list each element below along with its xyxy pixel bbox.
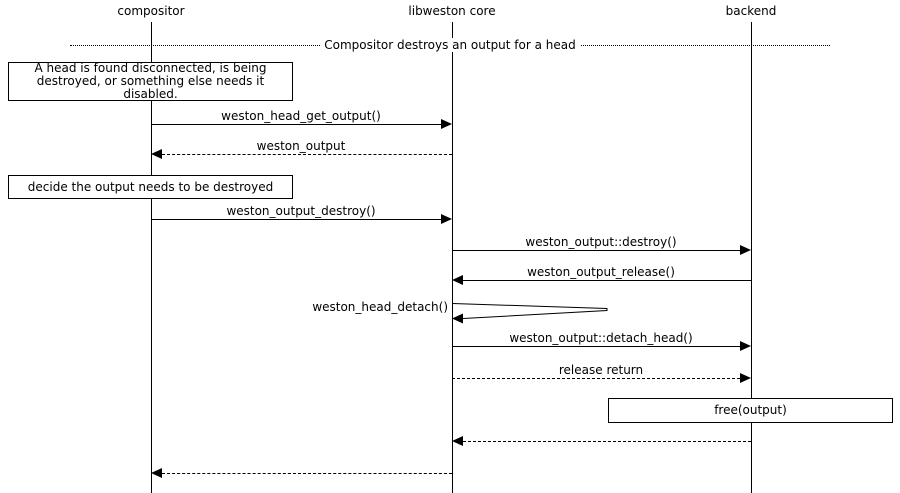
message-label-weston-output-detach-head: weston_output::detach_head() — [506, 331, 696, 345]
message-line-weston-head-get-output — [151, 124, 441, 125]
arrowhead-weston-head-get-output — [441, 119, 452, 129]
note-free-output: free(output) — [608, 398, 893, 423]
actor-label-libweston-core: libweston core — [408, 4, 496, 18]
self-message-weston-head-detach — [452, 298, 612, 324]
arrowhead-weston-output-destroy — [441, 214, 452, 224]
message-label-weston-head-detach: weston_head_detach() — [309, 300, 450, 314]
message-line-release-return — [452, 378, 740, 379]
actor-label-backend: backend — [725, 4, 777, 18]
arrowhead-weston-output-return — [151, 149, 162, 159]
actor-label-compositor: compositor — [117, 4, 185, 18]
lifeline-backend — [751, 22, 752, 493]
message-line-weston-output-detach-head — [452, 346, 740, 347]
message-line-core-return — [162, 473, 452, 474]
message-label-weston-output-destroy: weston_output_destroy() — [223, 204, 379, 218]
message-label-weston-output-destroy-vfunc: weston_output::destroy() — [522, 235, 680, 249]
message-label-weston-output-return: weston_output — [253, 139, 349, 153]
message-label-weston-output-release: weston_output_release() — [524, 265, 678, 279]
message-line-weston-output-destroy — [151, 219, 441, 220]
lifeline-compositor — [151, 22, 152, 493]
message-line-weston-output-release — [463, 280, 751, 281]
note-head-disconnected: A head is found disconnected, is being d… — [8, 62, 293, 101]
message-label-weston-head-get-output: weston_head_get_output() — [218, 109, 384, 123]
message-line-backend-return — [463, 441, 751, 442]
arrowhead-weston-output-release — [452, 275, 463, 285]
note-decide-destroy: decide the output needs to be destroyed — [8, 175, 293, 199]
arrowhead-backend-return — [452, 436, 463, 446]
message-line-weston-output-destroy-vfunc — [452, 250, 740, 251]
message-line-weston-output-return — [162, 154, 452, 155]
section-divider-label: Compositor destroys an output for a head — [320, 38, 580, 52]
arrowhead-weston-output-detach-head — [740, 341, 751, 351]
message-label-release-return: release return — [555, 363, 647, 377]
arrowhead-release-return — [740, 373, 751, 383]
lifeline-libweston-core — [452, 22, 453, 493]
arrowhead-core-return — [151, 468, 162, 478]
arrowhead-weston-output-destroy-vfunc — [740, 245, 751, 255]
